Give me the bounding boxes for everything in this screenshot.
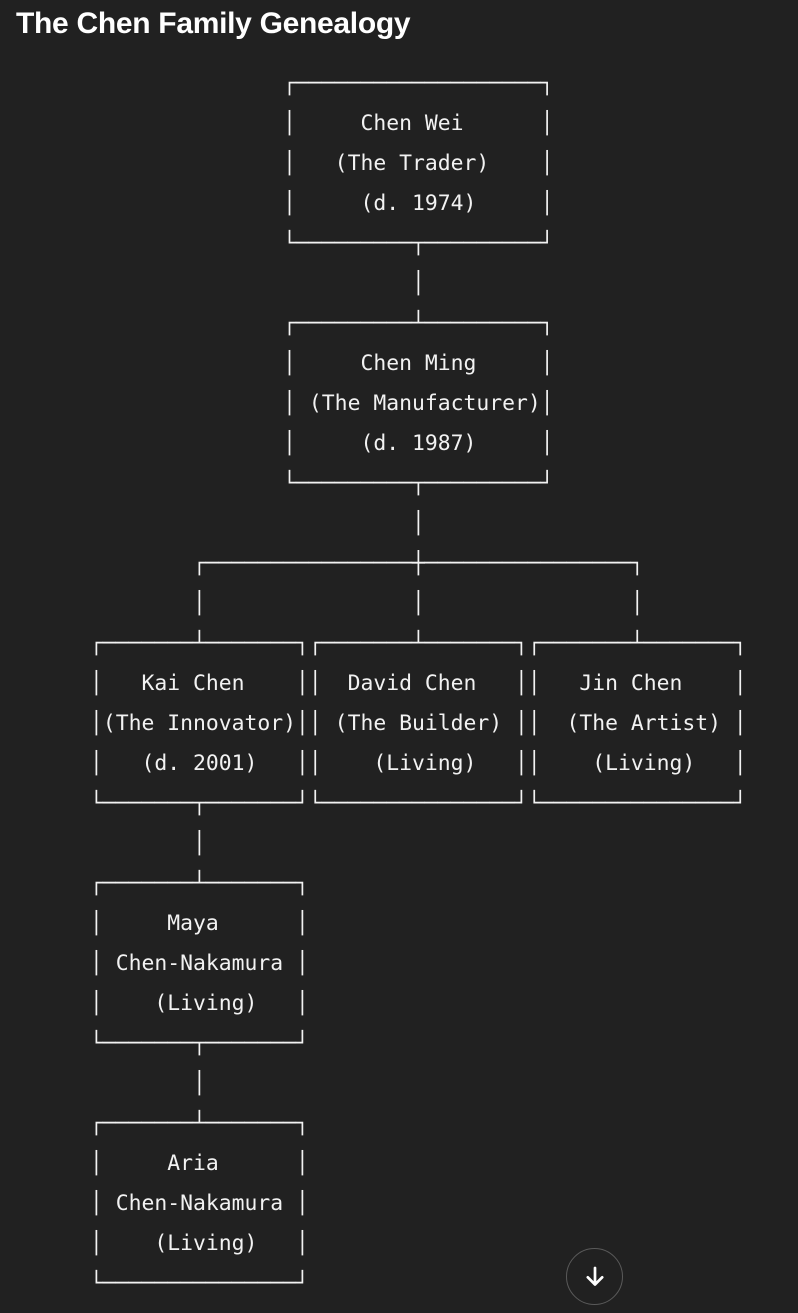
down-arrow-icon [581, 1263, 609, 1291]
page-title: The Chen Family Genealogy [16, 7, 411, 40]
family-tree-ascii: ┌───────────────────┐ │ Chen Wei │ │ (Th… [90, 71, 747, 1296]
scroll-to-bottom-button[interactable] [566, 1248, 623, 1305]
